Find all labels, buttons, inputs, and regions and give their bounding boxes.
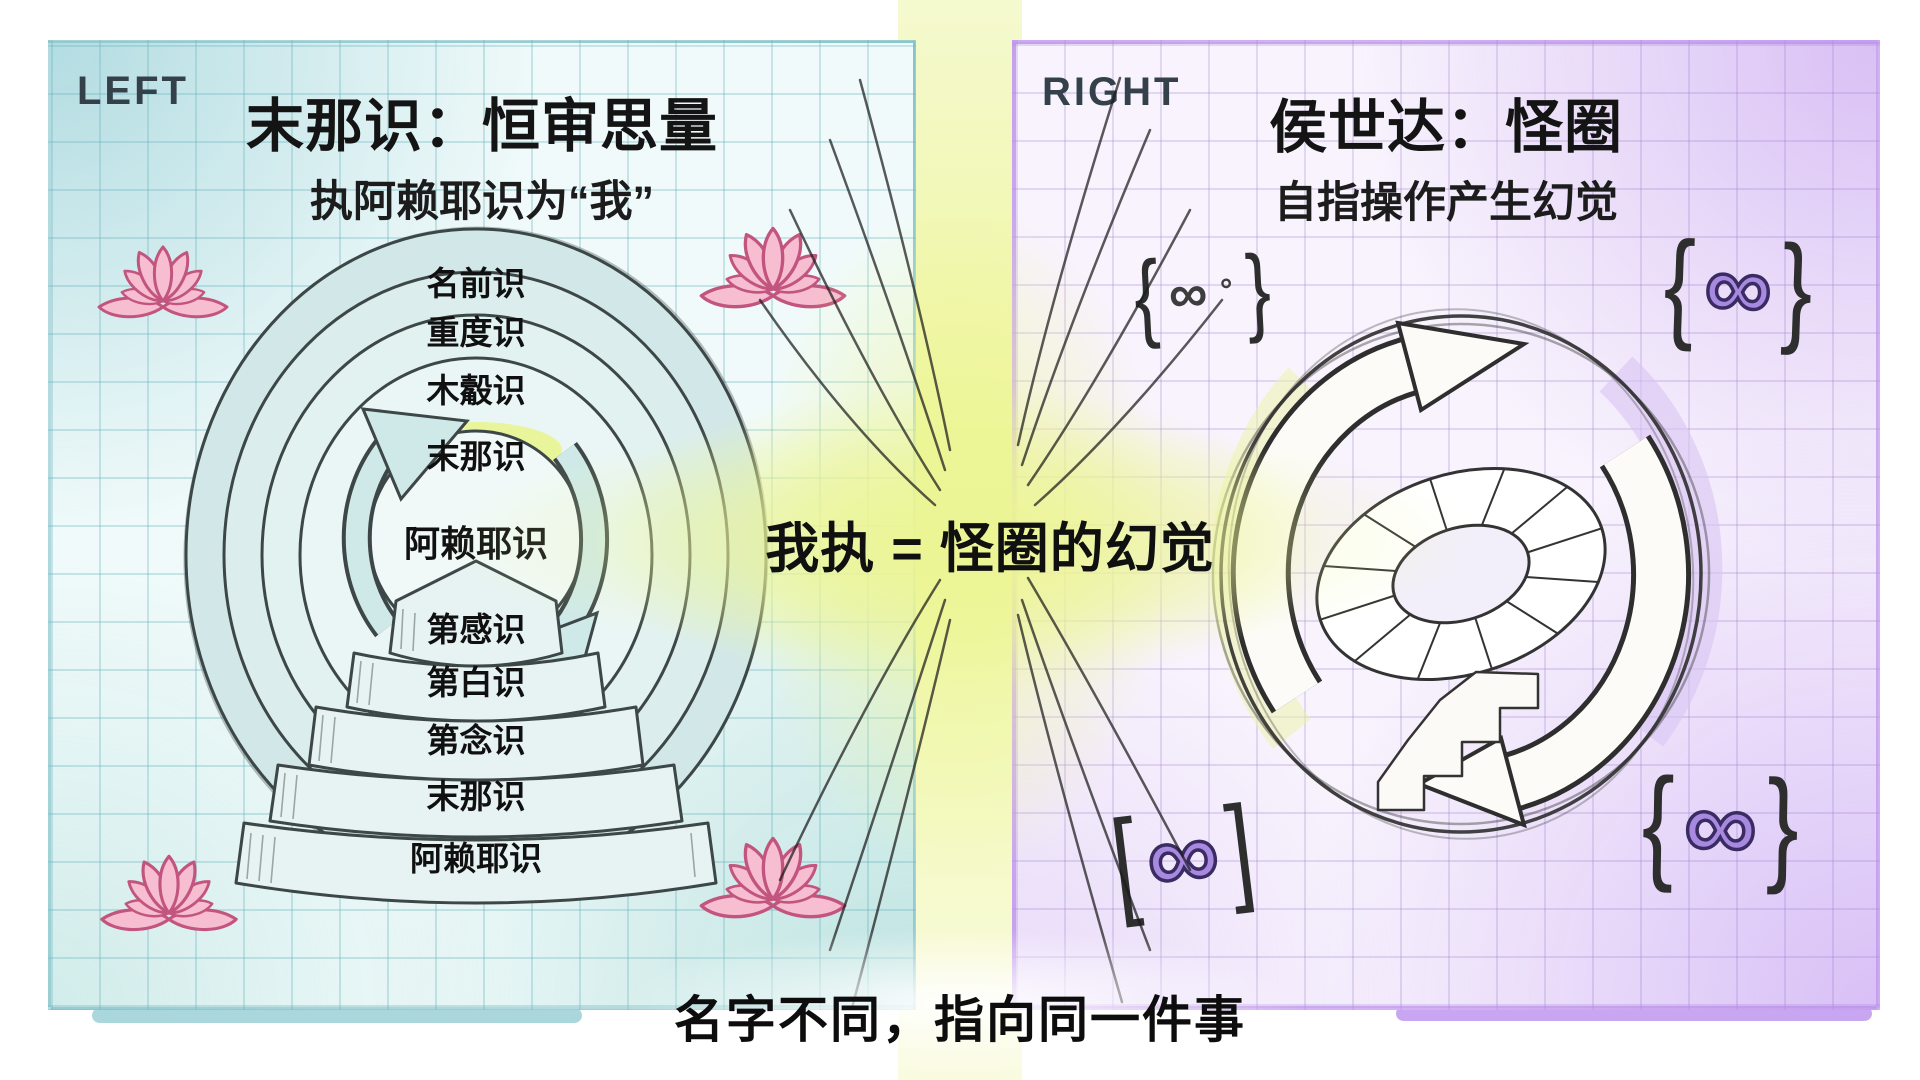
step-hatching [246,608,696,884]
close-brace: } [1243,234,1274,345]
infinity-icon: ∞ [1139,794,1227,917]
lotus-icon [99,247,227,317]
infinity-icon: ∞ [1701,231,1775,342]
lotus-icon [701,839,844,917]
infinity-symbol-top-left: { ∞ ∘ } [1131,234,1273,351]
caption-backdrop [620,928,1300,1080]
top-arrowhead [1395,320,1530,414]
left-corner-label: LEFT [77,69,189,113]
infinity-symbol-bottom-left: [ ∞ ] [1104,782,1260,930]
close-brace: } [1765,754,1801,897]
close-brace: } [1779,221,1815,357]
left-panel-shadow [92,1008,582,1023]
bottom-caption: 名字不同，指向同一件事 [674,992,1246,1048]
open-brace: { [1131,239,1162,351]
front-steps [1376,670,1540,812]
loop-arrow-bottom [1414,434,1692,829]
open-brace: { [1640,752,1676,895]
lotus-icon [102,856,236,929]
open-brace: { [1661,217,1698,353]
infinity-icon: ∞ [1167,262,1209,325]
left-subtitle: 执阿赖耶识为“我” [310,178,654,226]
infinity-icon: ∞ [1681,766,1759,885]
center-equation: 我执 = 怪圈的幻觉 [765,519,1215,579]
lotus-icon [701,229,844,307]
right-subtitle: 自指操作产生幻觉 [1274,179,1618,227]
infinity-symbol-bottom-right: { ∞ } [1641,752,1800,896]
left-title: 末那识：恒审思量 [245,94,718,159]
small-circle-icon: ∘ [1215,266,1237,301]
right-title: 侯世达：怪圈 [1268,95,1623,160]
infinity-symbol-top-right: { ∞ } [1662,217,1815,357]
